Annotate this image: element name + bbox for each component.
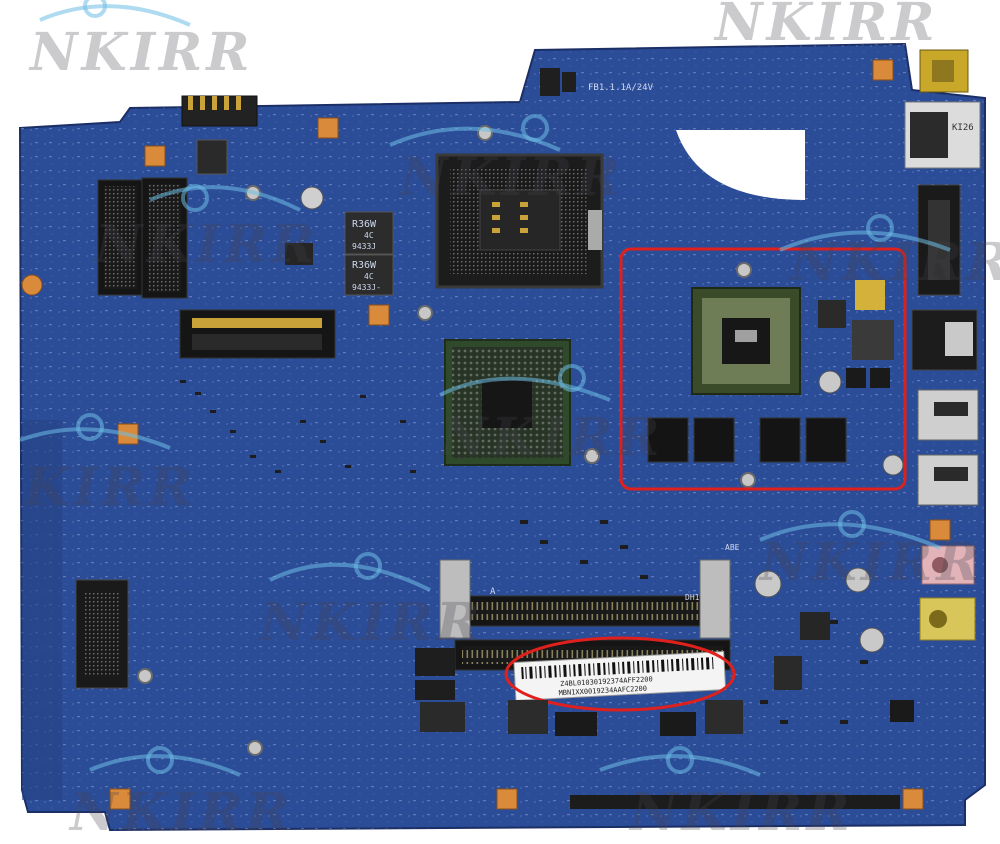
dimm-b-label: DH1 xyxy=(685,593,700,602)
hdmi-port xyxy=(911,309,978,371)
inductor-bottom: R36W 4C 9433J- xyxy=(344,254,394,296)
dc-jack xyxy=(919,49,969,93)
usb-ports xyxy=(917,389,979,506)
inductor-top: R36W 4C 9433J xyxy=(344,211,394,255)
inductor-bottom-line-3: 9433J- xyxy=(352,283,381,292)
sata-connector xyxy=(179,309,336,359)
barcode-highlight-ellipse xyxy=(504,636,736,712)
hdd-connector xyxy=(75,579,129,689)
chipset xyxy=(444,339,571,466)
gpu-module xyxy=(647,280,904,476)
inductor-bottom-line-1: R36W xyxy=(352,260,377,271)
inductor-top-line-1: R36W xyxy=(352,219,377,230)
cpu-socket xyxy=(435,153,604,289)
inductor-top-line-3: 9433J xyxy=(352,242,376,251)
barcode-sticker: Z4BL01030192374AFF2200 MBN1XX0019234AAFC… xyxy=(513,651,727,702)
inductor-top-line-2: 4C xyxy=(364,231,374,240)
board-revision-label: FB1.1.1A/24V xyxy=(588,83,654,93)
watermark-top-left: NKIRR xyxy=(28,22,253,83)
lan-jack-label: KI26 xyxy=(952,123,974,133)
dimm-a-label: A xyxy=(490,587,496,597)
dimm-side-label: ABE xyxy=(725,543,740,552)
watermarks: NKIRR NKIRR NKIRR NKIRR NKIRR NKIRR KIRR… xyxy=(19,0,1000,843)
watermark-center: NKIRR xyxy=(438,407,663,468)
power-connector xyxy=(181,95,258,127)
mounting-pads xyxy=(21,59,951,810)
smd-components xyxy=(180,380,898,724)
watermark-top-right: NKIRR xyxy=(713,0,938,53)
watermark-upper-center: NKIRR xyxy=(398,147,623,208)
watermark-upper-left: NKIRR xyxy=(93,214,318,275)
watermark-lower-right: NKIRR xyxy=(758,532,983,593)
mini-pcie-slots xyxy=(97,177,188,299)
watermark-upper-right: NKIRR xyxy=(788,232,1000,293)
audio-jacks xyxy=(919,545,976,641)
inductor-bottom-line-2: 4C xyxy=(364,272,374,281)
bottom-components xyxy=(415,648,914,809)
lan-port: KI26 xyxy=(904,101,981,169)
watermark-bottom-right: NKIRR xyxy=(628,782,853,843)
gpu-highlight-box xyxy=(619,247,907,491)
watermark-left-partial: KIRR xyxy=(22,457,196,518)
board-cutout xyxy=(676,130,805,200)
watermark-lower-left: NKIRR xyxy=(258,592,483,653)
watermark-bottom-left: NKIRR xyxy=(68,782,293,843)
